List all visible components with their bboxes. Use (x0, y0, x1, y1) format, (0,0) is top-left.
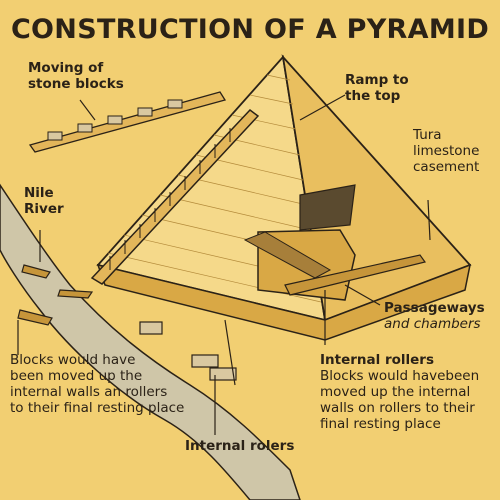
label-internal-rolers: Internal rolers (185, 438, 295, 454)
upper-chamber-opening (299, 184, 356, 231)
stone-blocks-row (47, 99, 183, 141)
river-stone-blocks (139, 321, 237, 381)
internal-ramp (243, 231, 332, 279)
label-ramp: Ramp to the top (345, 72, 409, 104)
label-line: Ramp to (345, 72, 409, 88)
label-line: been moved up the (10, 368, 143, 384)
label-line: moved up the internal (320, 384, 471, 400)
page-title: CONSTRUCTION OF A PYRAMID (10, 14, 490, 45)
external-ramp (90, 108, 260, 285)
label-nile: Nile River (24, 185, 64, 217)
label-line: the top (345, 88, 401, 104)
ramp-workers (109, 128, 231, 270)
label-line: Blocks would havebeen (320, 368, 480, 384)
label-line: to their final resting place (10, 400, 185, 416)
label-line: casement (413, 159, 480, 175)
label-line: Blocks would have (10, 352, 136, 368)
label-casement: Tura limestone casement (413, 127, 493, 175)
label-line: internal walls an rollers (10, 384, 168, 400)
label-line: final resting place (320, 416, 441, 432)
label-left-note: Blocks would have been moved up the inte… (10, 352, 184, 416)
label-line: stone blocks (28, 76, 124, 92)
label-internal-rollers: Internal rollers Blocks would havebeen m… (320, 352, 479, 432)
label-line: limestone (413, 143, 480, 159)
label-line: Moving of (28, 60, 104, 76)
lower-passage (284, 254, 427, 296)
label-line: Tura (413, 127, 442, 143)
label-line: walls on rollers to their (320, 400, 475, 416)
label-line: and chambers (384, 316, 481, 332)
label-passageways: Passageways and chambers (384, 300, 485, 332)
leader-lines (17, 94, 431, 435)
label-line: Internal rollers (320, 352, 434, 368)
label-line: Nile (24, 185, 54, 201)
label-line: Passageways (384, 300, 485, 316)
river-boats (17, 264, 94, 326)
label-moving-blocks: Moving of stone blocks (28, 60, 124, 92)
stone-block-ramp (28, 91, 227, 153)
label-line: River (24, 201, 64, 217)
